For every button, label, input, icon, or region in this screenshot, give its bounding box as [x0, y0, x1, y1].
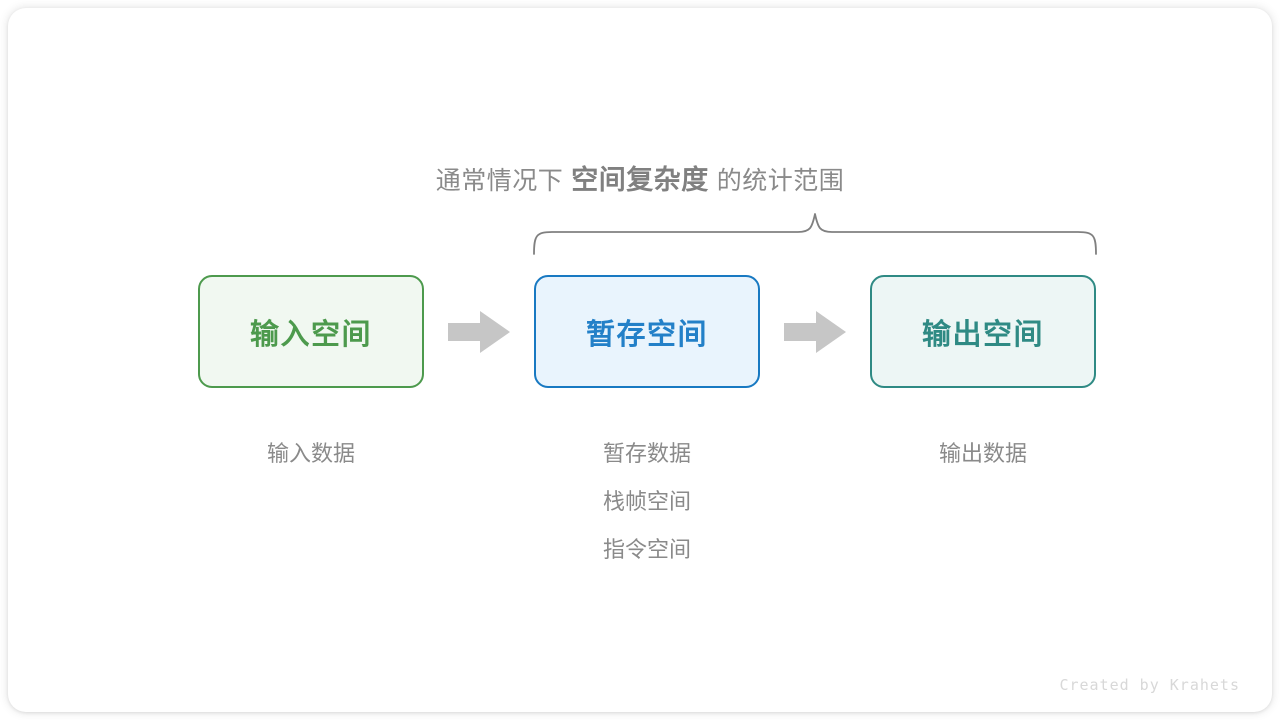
caption-line: 输出数据 — [938, 441, 1027, 466]
caption-line: 指令空间 — [602, 537, 691, 562]
caption-line: 暂存数据 — [602, 441, 691, 466]
headline-prefix: 通常情况下 — [435, 167, 564, 195]
caption-temp-space: 暂存数据 栈帧空间 指令空间 — [534, 430, 760, 574]
box-output-space-label: 输出空间 — [921, 318, 1044, 351]
box-output-space[interactable]: 输出空间 — [870, 275, 1096, 388]
headline-suffix: 的统计范围 — [716, 167, 845, 195]
headline-emphasis: 空间复杂度 — [571, 165, 709, 195]
arrow-right-icon — [784, 311, 846, 358]
box-input-space-label: 输入空间 — [249, 318, 372, 351]
box-temp-space-label: 暂存空间 — [585, 318, 708, 351]
box-input-space[interactable]: 输入空间 — [198, 275, 424, 388]
box-temp-space[interactable]: 暂存空间 — [534, 275, 760, 388]
caption-line: 栈帧空间 — [602, 489, 691, 514]
arrow-right-icon — [448, 311, 510, 358]
watermark: Created by Krahets — [1059, 676, 1240, 694]
caption-input-space: 输入数据 — [198, 430, 424, 478]
caption-output-space: 输出数据 — [870, 430, 1096, 478]
headline: 通常情况下空间复杂度的统计范围 — [8, 158, 1272, 197]
caption-line: 输入数据 — [266, 441, 355, 466]
diagram-card: 通常情况下空间复杂度的统计范围 输入空间 暂存空间 输出空间 输入数据 暂存数据… — [8, 8, 1272, 712]
scope-brace — [526, 206, 1106, 267]
